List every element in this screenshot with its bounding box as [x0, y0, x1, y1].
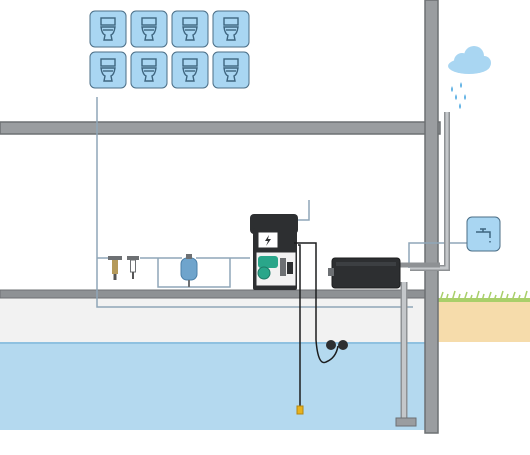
toilet-tile — [171, 51, 209, 89]
float-switch — [296, 405, 304, 415]
toilet-icon — [223, 17, 239, 41]
toilet-icon — [223, 58, 239, 82]
exterior-wall — [424, 0, 439, 434]
toilet-grid — [89, 10, 250, 89]
downpipe — [400, 112, 450, 271]
overflow-pipe — [295, 200, 310, 221]
fine-filters — [108, 256, 139, 280]
pump-motor — [258, 256, 278, 268]
toilet-icon — [141, 58, 157, 82]
outdoor-tap — [466, 216, 501, 252]
rain-cloud-icon — [448, 46, 491, 109]
tank-inlet-pipe — [395, 282, 417, 427]
toilet-tile — [171, 10, 209, 48]
suction-hose — [294, 242, 339, 408]
expansion-vessel — [180, 254, 198, 287]
toilet-tile — [130, 10, 168, 48]
toilet-icon — [141, 17, 157, 41]
toilet-icon — [100, 17, 116, 41]
toilet-icon — [182, 17, 198, 41]
upper-floor-slab — [0, 121, 441, 135]
ground-floor-slab — [0, 289, 426, 299]
toilet-tile — [212, 10, 250, 48]
suction-filter — [326, 340, 348, 350]
outdoor-tap-icon — [476, 228, 491, 244]
toilet-supply-pipe — [96, 97, 413, 308]
toilet-icon — [100, 58, 116, 82]
lightning-icon — [265, 235, 271, 246]
pipe-network — [96, 97, 468, 308]
soil — [438, 300, 530, 342]
toilet-tile — [89, 51, 127, 89]
toilet-tile — [89, 10, 127, 48]
toilet-tile — [130, 51, 168, 89]
basement-floor — [0, 298, 425, 342]
grass — [438, 290, 530, 302]
water-tank — [0, 342, 425, 430]
pump-control-unit — [250, 214, 298, 290]
toilet-icon — [182, 58, 198, 82]
pre-filter-box — [328, 257, 401, 289]
toilet-tile — [212, 51, 250, 89]
